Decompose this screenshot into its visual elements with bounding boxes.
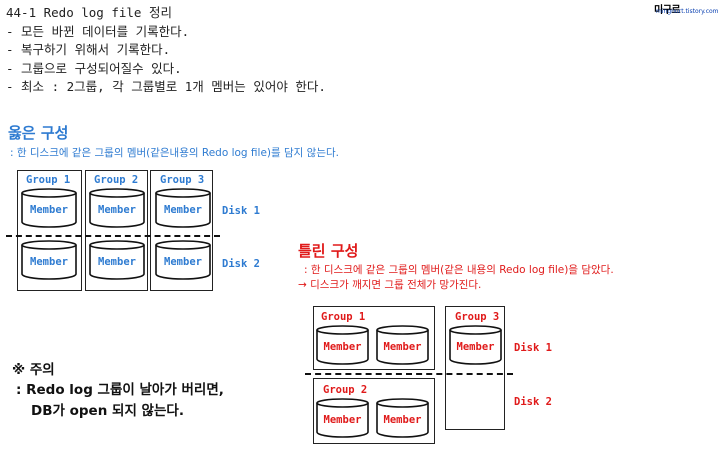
wrong-group-1-member-a: Member [316, 325, 369, 365]
correct-group-1-label: Group 1 [26, 174, 71, 186]
member-label: Member [383, 414, 422, 426]
wrong-disk-divider [305, 373, 513, 375]
logo-title: 미구르 [654, 5, 681, 16]
correct-group-3-label: Group 3 [160, 174, 205, 186]
wrong-group-3-label: Group 3 [455, 311, 500, 323]
correct-group-3-member-disk2: Member [155, 240, 211, 280]
notes-bullet: - 그룹으로 구성되어질수 있다. [6, 60, 182, 76]
member-label: Member [323, 341, 362, 353]
notes-bullet: - 최소 : 2그룹, 각 그룹별로 1개 멤버는 있어야 한다. [6, 79, 326, 95]
cylinder-icon [89, 188, 145, 228]
member-label: Member [30, 256, 68, 268]
notes-block: 44-1 Redo log file 정리 - 모든 바뀐 데이터를 기록한다.… [6, 4, 326, 97]
wrong-disk-1-label: Disk 1 [514, 342, 552, 354]
wrong-subtitle: : 한 디스크에 같은 그룹의 멤버(같은 내용의 Redo log file)… [304, 264, 614, 276]
wrong-group-2-member-a: Member [316, 398, 369, 438]
correct-group-1-member-disk2: Member [21, 240, 77, 280]
correct-group-1-member-disk1: Member [21, 188, 77, 228]
wrong-group-1-box [313, 306, 435, 370]
notes-bullet: - 모든 바뀐 데이터를 기록한다. [6, 23, 190, 39]
wrong-group-2-member-b: Member [376, 398, 429, 438]
caution-title: ※ 주의 [12, 362, 55, 378]
notes-title: 44-1 Redo log file 정리 [6, 5, 172, 20]
member-label: Member [98, 256, 136, 268]
member-label: Member [98, 204, 136, 216]
correct-group-2-member-disk2: Member [89, 240, 145, 280]
wrong-disk-2-label: Disk 2 [514, 396, 552, 408]
correct-group-1-box [17, 170, 82, 291]
caution-line-1: : Redo log 그룹이 날아가 버리면, [16, 382, 224, 398]
cylinder-icon [89, 240, 145, 280]
correct-disk-2-label: Disk 2 [222, 258, 260, 270]
cylinder-icon [316, 398, 369, 438]
wrong-group-3-box [445, 306, 505, 430]
cylinder-icon [21, 188, 77, 228]
notes-bullet: - 복구하기 위해서 기록한다. [6, 42, 171, 58]
correct-title: 옳은 구성 [8, 124, 69, 142]
correct-group-3-member-disk1: Member [155, 188, 211, 228]
cylinder-icon [155, 240, 211, 280]
wrong-group-3-member: Member [449, 325, 502, 365]
member-label: Member [456, 341, 495, 353]
logo-url: mingnurt.tistory.com [656, 8, 719, 15]
cylinder-icon [376, 325, 429, 365]
cylinder-icon [21, 240, 77, 280]
caution-line-2: DB가 open 되지 않는다. [31, 403, 184, 419]
wrong-group-1-label: Group 1 [321, 311, 366, 323]
member-label: Member [323, 414, 362, 426]
wrong-group-2-box [313, 378, 435, 444]
wrong-consequence: → 디스크가 깨지면 그룹 전체가 망가진다. [298, 279, 482, 291]
member-label: Member [383, 341, 422, 353]
member-label: Member [164, 256, 202, 268]
correct-disk-divider [6, 235, 220, 237]
wrong-title: 틀린 구성 [298, 242, 359, 260]
cylinder-icon [376, 398, 429, 438]
member-label: Member [164, 204, 202, 216]
correct-group-2-box [85, 170, 148, 291]
cylinder-icon [449, 325, 502, 365]
cylinder-icon [155, 188, 211, 228]
correct-disk-1-label: Disk 1 [222, 205, 260, 217]
correct-subtitle: : 한 디스크에 같은 그룹의 멤버(같은내용의 Redo log file)를… [10, 147, 339, 159]
blog-logo: 미구르 mingnurt.tistory.com [652, 1, 719, 16]
wrong-group-2-label: Group 2 [323, 384, 368, 396]
correct-group-2-member-disk1: Member [89, 188, 145, 228]
wrong-group-1-member-b: Member [376, 325, 429, 365]
correct-group-2-label: Group 2 [94, 174, 139, 186]
cylinder-icon [316, 325, 369, 365]
correct-group-3-box [150, 170, 213, 291]
member-label: Member [30, 204, 68, 216]
